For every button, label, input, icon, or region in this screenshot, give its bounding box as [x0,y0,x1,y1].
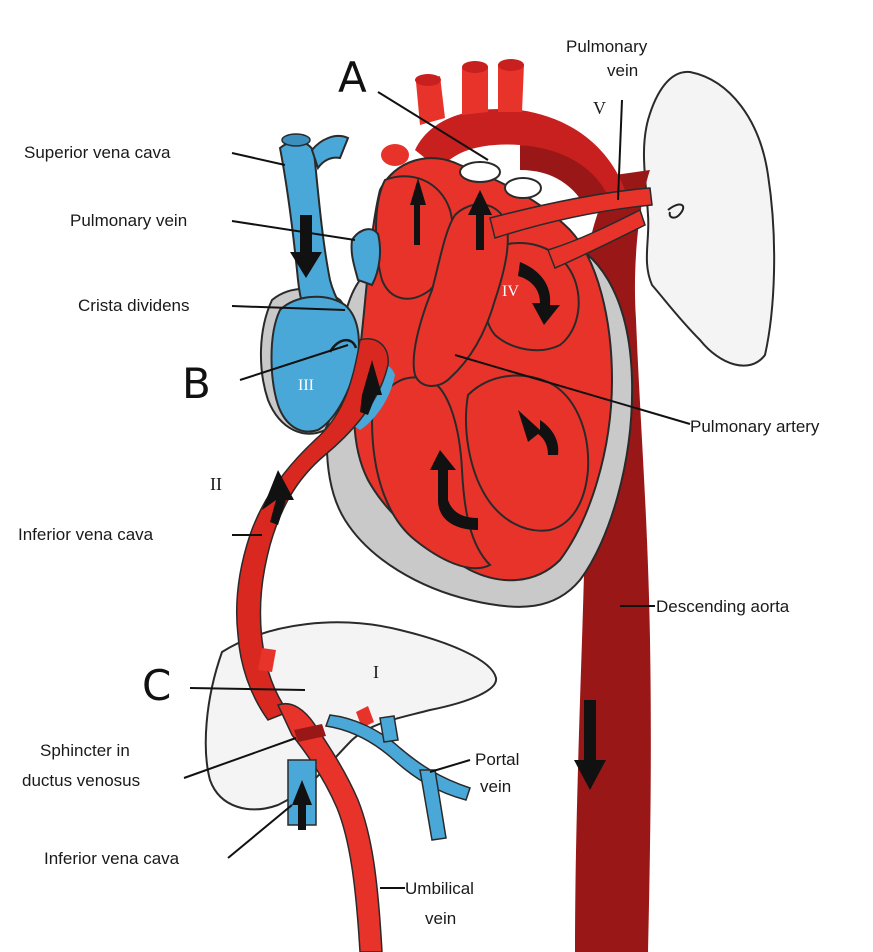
aortic-branch-cap-2 [462,61,488,73]
aortic-branch-3 [498,64,524,112]
roman-five: V [593,98,606,118]
right-atrium-blue [270,295,360,433]
flow-arrow-icon [468,190,492,250]
label-inferior-vena-cava-upper: Inferior vena cava [18,525,154,544]
flow-arrow-icon [518,410,559,455]
label-umbilical-vein-line1: Umbilical [405,879,474,898]
sphincter-band [294,724,326,742]
label-crista-dividens: Crista dividens [78,296,190,315]
foramen-flap [328,339,358,353]
lung-hilum-mark [667,203,685,219]
pulmonary-valve-opening [504,177,542,199]
label-sphincter-line2: ductus venosus [22,771,140,790]
aortic-branch-cap-3 [498,59,524,71]
roman-three: III [298,377,314,394]
leader-lines [183,91,691,889]
pulmonary-vein-left-vessel [350,228,381,287]
aortic-branch-cap-1 [415,74,441,86]
label-portal-vein-line1: Portal [475,750,519,769]
roman-two: II [210,474,222,494]
flow-arrow-icon [262,470,294,525]
svc-branch [310,134,350,171]
portal-vein-branch-2 [379,715,399,743]
aortic-stub [381,144,409,166]
flow-arrow-icon [292,780,312,830]
portal-vein-branch-1 [419,769,447,841]
flow-arrows [262,178,606,830]
label-letter-b: B [182,359,211,408]
svc-opening [281,133,311,147]
label-descending-aorta: Descending aorta [656,597,790,616]
ductus-venosus [276,703,383,952]
label-inferior-vena-cava-lower: Inferior vena cava [44,849,180,868]
label-letter-a: A [338,53,367,102]
flow-arrow-icon [574,700,606,790]
pulmonary-vein-to-atrium [547,208,646,269]
roman-one: I [373,662,379,682]
flow-arrow-icon [430,450,478,530]
label-superior-vena-cava: Superior vena cava [24,143,171,162]
flow-arrow-icon [518,262,560,325]
liver [204,621,498,811]
label-portal-vein-line2: vein [480,777,511,796]
ductus-arteriosus [520,145,610,212]
aortic-branch-1 [416,76,445,125]
liver-vein-branch-1 [258,648,276,672]
label-umbilical-vein-line2: vein [425,909,456,928]
aortic-branch-2 [462,66,488,115]
label-pulmonary-vein-top-line2: vein [607,61,638,80]
label-letter-c: C [142,661,171,710]
lung [642,70,776,367]
roman-four: IV [502,283,519,300]
label-pulmonary-vein-left: Pulmonary vein [70,211,187,230]
pulmonary-artery-branch [489,187,653,239]
label-pulmonary-artery: Pulmonary artery [690,417,820,436]
label-pulmonary-vein-top-line1: Pulmonary [566,37,648,56]
aortic-valve-opening [459,161,501,183]
flow-arrow-icon [410,178,426,245]
label-sphincter-line1: Sphincter in [40,741,130,760]
flow-arrow-icon [360,360,382,415]
flow-arrow-icon [290,215,322,278]
aortic-arch [415,108,625,205]
